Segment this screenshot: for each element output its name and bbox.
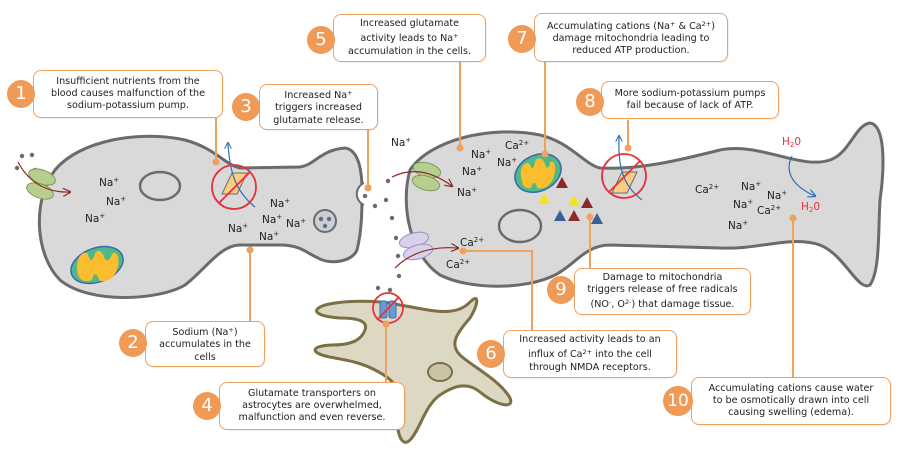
sodium-ion-label: Na+ [262, 213, 283, 226]
sodium-ion-label: Na+ [391, 136, 412, 149]
callout-text-line: Accumulating cations (Na+ & Ca2+) [547, 19, 715, 32]
sodium-ion-label: Na+ [85, 212, 106, 225]
sodium-ion-label: Na+ [471, 148, 492, 161]
step-badge-9: 9 [547, 276, 575, 304]
sodium-ion-label: Na+ [286, 217, 307, 230]
callout-step-6: Increased activity leads to an influx of … [503, 330, 677, 378]
free-radical-triangle-icon [538, 177, 603, 224]
calcium-ion-label: Ca2+ [695, 183, 720, 196]
callout-text-line: malfunction and even reverse. [238, 412, 386, 424]
callout-step-7: Accumulating cations (Na+ & Ca2+)damage … [534, 13, 728, 62]
callout-text-line: blood causes malfunction of the [51, 87, 205, 99]
damaged-mitochondrion-icon [514, 153, 562, 193]
inhibited-sodium-potassium-pump-icon-2 [601, 136, 647, 201]
water-influx-arrow-icon [788, 155, 815, 196]
callout-text-line: sodium-potassium pump. [67, 100, 189, 112]
callout-text-line: Sodium (Na+) [172, 326, 238, 339]
step-badge-10: 10 [663, 386, 693, 416]
astrocyte-nucleus [427, 362, 453, 382]
step-badge-6: 6 [477, 340, 505, 368]
callout-text-line: Glutamate transporters on [248, 387, 376, 399]
sodium-ion-label: Na+ [228, 222, 249, 235]
sodium-ion-label: Na+ [270, 197, 291, 210]
callout-text-line: fail because of lack of ATP. [626, 100, 754, 111]
callout-text-line: (NO-, O2-) that damage tissue. [590, 298, 735, 311]
water-label: H20 [801, 201, 821, 214]
sodium-ion-label: Na+ [457, 186, 478, 199]
step-badge-3: 3 [232, 93, 260, 121]
callout-text-line: accumulates in the [159, 339, 251, 351]
sodium-ion-label: Na+ [767, 189, 788, 202]
step-badge-7: 7 [508, 25, 536, 53]
sodium-ion-label: Na+ [259, 230, 280, 243]
callout-text-line: through NMDA receptors. [529, 361, 651, 373]
callout-text-line: causing swelling (edema). [728, 407, 854, 419]
sodium-ion-label: Na+ [106, 195, 127, 208]
calcium-ion-label: Ca2+ [460, 236, 485, 249]
calcium-ion-label: Ca2+ [757, 204, 782, 217]
nucleus [138, 170, 182, 202]
callout-text-line: Increased activity leads to an [519, 334, 661, 346]
astrocyte-cell [313, 296, 513, 444]
sodium-ion-label: Na+ [462, 165, 483, 178]
sodium-channel-icon [391, 161, 452, 192]
callout-connectors [212, 62, 797, 383]
callout-text-line: Accumulating cations cause water [708, 382, 874, 394]
callout-text-line: reduced ATP production. [572, 45, 690, 57]
inhibited-glutamate-transporter-icon [372, 292, 404, 324]
callout-text-line: to be osmotically drawn into cell [712, 394, 870, 406]
callout-text-line: influx of Ca2+ into the cell [528, 348, 652, 361]
step-badge-1: 1 [7, 80, 35, 108]
callout-step-5: Increased glutamate activity leads to Na+… [333, 14, 486, 62]
ion-channel-icon [17, 161, 70, 200]
callout-text-line: glutamate release. [273, 114, 364, 126]
callout-text-line: triggers release of free radicals [587, 283, 738, 295]
sodium-ion-label: Na+ [733, 198, 754, 211]
sodium-ion-label: Na+ [728, 219, 749, 232]
callout-text-line: damage mitochondria leading to [552, 32, 710, 44]
calcium-ion-label: Ca2+ [446, 258, 471, 271]
step-badge-5: 5 [307, 26, 335, 54]
sodium-ion-label: Na+ [741, 180, 762, 193]
glutamate-vesicle-icon [313, 209, 337, 233]
inhibited-sodium-potassium-pump-icon [211, 143, 257, 210]
callout-text-line: triggers increased [275, 102, 362, 114]
sodium-ion-label: Na+ [99, 176, 120, 189]
step-badge-8: 8 [576, 88, 604, 116]
sodium-ion-label: Na+ [497, 156, 518, 169]
mitochondrion-icon [70, 245, 124, 285]
calcium-ion-label: Ca2+ [505, 139, 530, 152]
callout-text-line: accumulation in the cells. [347, 45, 472, 57]
callout-text-line: Increased Na+ [284, 89, 353, 102]
nmda-receptor-icon [394, 231, 458, 269]
step-badge-4: 4 [193, 392, 221, 420]
callout-text-line: Increased glutamate [359, 18, 460, 30]
callout-text-line: activity leads to Na+ [360, 32, 459, 45]
callout-text-line: Insufficient nutrients from the [56, 75, 200, 87]
callout-text-line: cells [194, 351, 216, 363]
step-badge-2: 2 [119, 329, 147, 357]
water-label: H20 [782, 136, 802, 149]
callout-text-line: More sodium-potassium pumps [614, 87, 766, 99]
callout-text-line: Damage to mitochondria [602, 271, 723, 283]
callout-text-line: astrocytes are overwhelmed, [242, 399, 382, 411]
nucleus-right [497, 208, 543, 244]
